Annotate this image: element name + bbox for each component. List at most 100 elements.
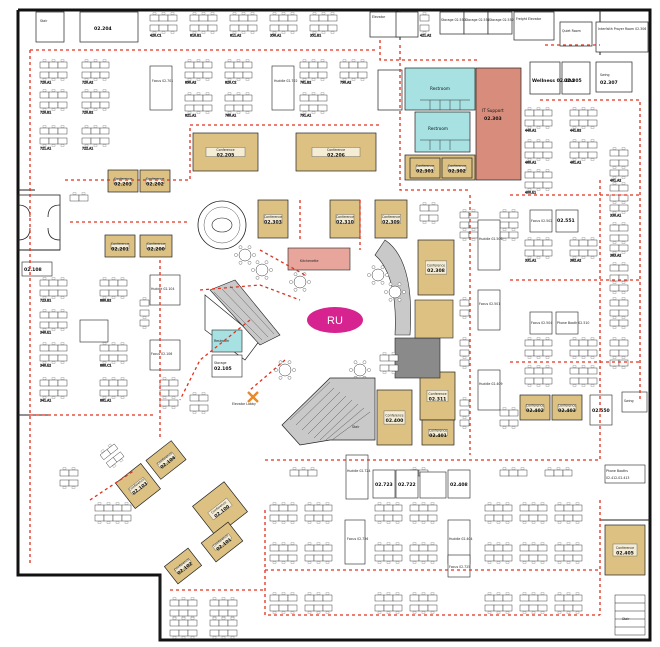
desk (247, 14, 258, 22)
desk-chair (566, 542, 571, 545)
desk-chair (351, 59, 356, 62)
desk (184, 71, 195, 79)
desk (187, 609, 198, 617)
conference-room-number: 02.302 (448, 169, 466, 175)
conference-room-name: Conference (216, 148, 234, 152)
desk (327, 24, 338, 32)
desk-chair (51, 89, 56, 92)
small-rooms (21, 65, 648, 578)
desk (554, 514, 565, 522)
desk (108, 379, 119, 387)
desk-chair (187, 78, 192, 81)
desk-chair (505, 611, 510, 614)
desk-label: 880.B2 (100, 299, 111, 303)
desk (90, 71, 101, 79)
desk-cluster (569, 337, 598, 359)
desk (193, 61, 204, 69)
desk-cluster: 880.C1 (99, 342, 128, 368)
desk-chair (360, 59, 365, 62)
desk-chair (621, 356, 626, 359)
desk-chair (612, 251, 617, 254)
desk (537, 554, 548, 562)
desk-chair (162, 406, 167, 409)
desk-chair (172, 597, 177, 600)
desk (578, 349, 589, 357)
desk (374, 594, 385, 602)
svg-text:02.303: 02.303 (484, 116, 502, 122)
lounge-table (289, 272, 311, 292)
desk (484, 554, 495, 562)
desk (418, 604, 429, 612)
desk-label: 791.A1 (300, 114, 311, 118)
desk (81, 71, 92, 79)
desk (169, 609, 180, 617)
desk (224, 71, 235, 79)
desk (149, 24, 160, 32)
desk (313, 544, 324, 552)
desk-chair (201, 392, 206, 395)
desk (379, 364, 390, 372)
desk (317, 104, 328, 112)
svg-text:Storage 02.550: Storage 02.550 (441, 18, 466, 22)
desk (198, 14, 209, 22)
desk-chair (496, 502, 501, 505)
desk-chair (93, 144, 98, 147)
desk (39, 344, 50, 352)
desk-cluster: 810.B1 (189, 12, 218, 38)
desk (519, 554, 530, 562)
desk-chair (421, 592, 426, 595)
desk (48, 321, 59, 329)
desk-chair (42, 361, 47, 364)
desk-chair (316, 502, 321, 505)
desk-chair (511, 238, 516, 241)
desk (542, 119, 553, 127)
desk-chair (590, 256, 595, 259)
svg-text:Stair: Stair (40, 19, 48, 23)
desk-chair (60, 296, 65, 299)
desk-chair (84, 89, 89, 92)
desk (499, 221, 510, 229)
conference-room-name: Conference (336, 215, 354, 219)
desk-cluster: 721.A1 (39, 125, 68, 151)
desk (459, 309, 470, 317)
desk-label: 461.A1 (570, 161, 581, 165)
desk-chair (430, 521, 435, 524)
desk (428, 204, 439, 212)
desk (117, 389, 128, 397)
desk-chair (612, 211, 617, 214)
desk (189, 24, 200, 32)
entry-vestibule (17, 194, 61, 251)
desk (57, 354, 68, 362)
svg-text:IT Support: IT Support (482, 108, 504, 113)
desk (427, 594, 438, 602)
desk (587, 151, 598, 159)
desk (322, 544, 333, 552)
desk-cluster: 723.B1 (39, 277, 68, 303)
desk-label: 790.A2 (340, 81, 351, 85)
desk (99, 61, 110, 69)
conference-room-name: Conference (427, 264, 445, 268)
desk-cluster (554, 592, 583, 614)
desk-chair (60, 277, 65, 280)
desk (57, 289, 68, 297)
desk-chair (60, 89, 65, 92)
desk (499, 211, 510, 219)
desk (99, 127, 110, 135)
desk-chair (386, 592, 391, 595)
desk-chair (205, 111, 210, 114)
desk-chair (241, 31, 246, 34)
desk-cluster (69, 192, 89, 202)
desk (233, 61, 244, 69)
desk (48, 101, 59, 109)
desk-label: 880.C1 (100, 364, 111, 368)
desk (572, 504, 583, 512)
desk-chair (51, 78, 56, 81)
conference-room-name: Conference (264, 215, 282, 219)
desk-chair (395, 611, 400, 614)
desk (499, 419, 510, 427)
desk-chair (205, 78, 210, 81)
desk-chair (581, 126, 586, 129)
conference-room-number: 02.203 (114, 182, 132, 188)
desk (304, 554, 315, 562)
